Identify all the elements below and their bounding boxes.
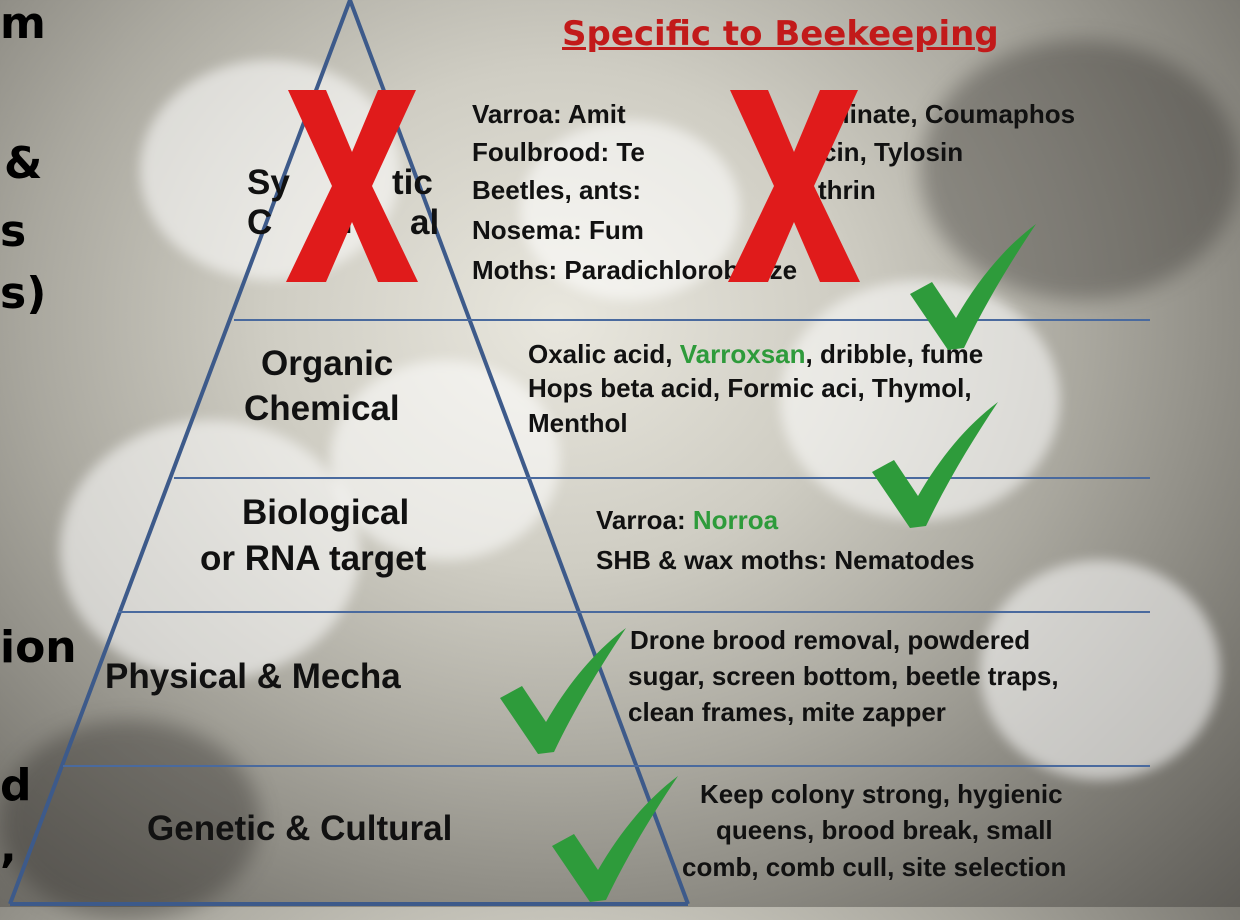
check-mark-icon <box>908 222 1040 352</box>
left-fragment: ion <box>0 622 77 673</box>
x-mark-icon <box>282 86 422 286</box>
tier-label-organic: Organic <box>261 345 393 383</box>
left-fragment: , <box>0 822 17 873</box>
tier-label-organic: Chemical <box>244 390 400 428</box>
tier-text-genetic: queens, brood break, small <box>716 816 1053 846</box>
tier-text-genetic: comb, comb cull, site selection <box>682 853 1066 883</box>
check-mark-icon <box>550 774 682 904</box>
tier-label-biological: Biological <box>242 494 409 532</box>
left-fragment: & <box>4 138 42 189</box>
check-mark-icon <box>498 626 630 756</box>
left-fragment: m <box>0 0 46 49</box>
x-mark-icon <box>724 86 864 286</box>
left-fragment: d <box>0 760 32 811</box>
left-fragment: s) <box>0 268 46 319</box>
tier-text-synthetic: Nosema: Fum <box>472 216 644 246</box>
left-fragment: s <box>0 206 26 257</box>
tier-text-biological: Varroa: Norroa <box>596 506 778 536</box>
tier-text-physical: Drone brood removal, powdered <box>630 626 1030 656</box>
tier-text-synthetic: Foulbrood: Te <box>472 138 645 168</box>
tier-text-synthetic: Varroa: Amit <box>472 100 626 130</box>
tier-text-synthetic: alinate, Coumaphos <box>828 100 1075 130</box>
tier-text-biological: SHB & wax moths: Nematodes <box>596 546 975 576</box>
tier-text-organic: Menthol <box>528 409 628 439</box>
tier-label-physical: Physical & Mecha <box>105 658 401 696</box>
tier-text-physical: clean frames, mite zapper <box>628 698 946 728</box>
tier-text-genetic: Keep colony strong, hygienic <box>700 780 1063 810</box>
tier-label-biological: or RNA target <box>200 540 426 578</box>
tier-label-genetic: Genetic & Cultural <box>147 810 452 848</box>
section-heading: Specific to Beekeeping <box>562 14 999 54</box>
check-mark-icon <box>870 400 1002 530</box>
tier-label-synthetic-part: C <box>247 204 272 242</box>
tier-text-synthetic: Beetles, ants: <box>472 176 641 206</box>
tier-text-physical: sugar, screen bottom, beetle traps, <box>628 662 1059 692</box>
